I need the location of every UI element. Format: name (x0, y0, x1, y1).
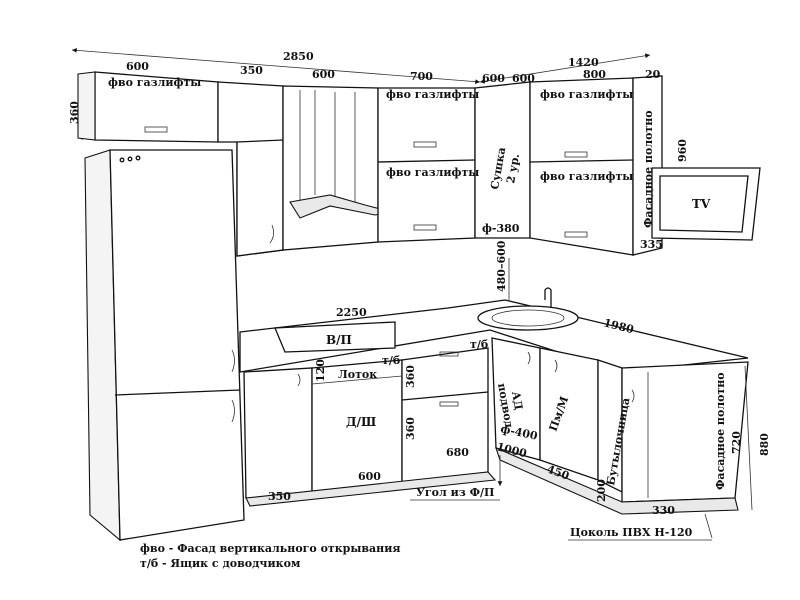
handle-8 (527, 351, 531, 365)
tray-line (311, 375, 403, 385)
handle-10 (631, 389, 635, 403)
hood-niche (282, 85, 379, 251)
dim-600-right: 600 (512, 72, 535, 85)
handle-6 (564, 231, 588, 238)
label-tb-2: т/б (470, 338, 488, 351)
dim-2250: 2250 (336, 306, 367, 319)
dim-600-lower: 600 (358, 470, 381, 483)
faucet (544, 287, 552, 308)
label-tb-1: т/б (382, 354, 400, 367)
label-gaslift-5: фво газлифты (540, 170, 633, 183)
handle-4 (413, 224, 437, 231)
label-plinth-note: Цоколь ПВХ Н-120 (570, 526, 693, 539)
label-f380: ф-380 (482, 222, 520, 235)
legend-line-fvo: фво - Фасад вертикального открывания (140, 542, 401, 555)
fridge-knob (135, 155, 141, 161)
annotation-pointers (410, 365, 753, 541)
lower-cabinets-right (491, 337, 749, 515)
label-tray: Лоток (338, 368, 377, 381)
dim-335: 335 (640, 238, 663, 251)
upper-cabinet-350-door (236, 139, 284, 257)
dim-line-880 (744, 365, 753, 511)
handle-5 (564, 151, 588, 158)
fridge-split (114, 389, 241, 396)
handle-7 (297, 373, 301, 387)
dim-680: 680 (446, 446, 469, 459)
dim-600-a: 600 (126, 60, 149, 73)
dim-600-corner: 600 (482, 72, 505, 85)
drawer-handle-1 (439, 351, 459, 357)
label-ad-1: АД (509, 390, 525, 411)
dim-700: 700 (410, 70, 433, 83)
upper-cabinet-800 (529, 77, 634, 256)
label-gaslift-1: фво газлифты (108, 76, 201, 89)
dim-2850: 2850 (283, 50, 314, 63)
dim-1420: 1420 (568, 56, 599, 69)
lower-cabinet-350 (243, 367, 313, 499)
label-dishwasher: Д/Ш (346, 415, 376, 429)
dim-120: 120 (314, 359, 327, 382)
refrigerator (84, 149, 245, 542)
dim-360: 360 (68, 101, 81, 124)
dim-880: 880 (758, 433, 771, 456)
divider (377, 159, 476, 163)
dim-330: 330 (652, 504, 675, 517)
dim-360-a: 360 (404, 365, 417, 388)
fridge-handle-top (231, 349, 235, 373)
sink-cabinet (539, 347, 599, 481)
tv-screen (659, 175, 749, 233)
label-corner-note: Угол из Ф/П (416, 486, 494, 499)
dim-line-2850 (71, 47, 481, 85)
label-facade-bottom: Фасадное полотно (714, 372, 727, 490)
handle-2 (269, 224, 274, 244)
sink-bowl (491, 309, 565, 327)
dim-350-lower: 350 (268, 490, 291, 503)
drawer-handle-2 (439, 401, 459, 407)
label-tv: TV (692, 197, 711, 211)
handle-3 (413, 141, 437, 148)
upper-cabinets (77, 71, 663, 257)
dim-350-top: 350 (240, 64, 263, 77)
hob (274, 321, 396, 353)
dim-800: 800 (583, 68, 606, 81)
dim-20: 20 (645, 68, 661, 81)
plinth-left (245, 471, 497, 507)
label-dryer-2: 2 ур. (504, 153, 522, 185)
drawer-split (401, 391, 489, 401)
dim-360-b: 360 (404, 417, 417, 440)
upper-cabinet-700 (377, 87, 476, 243)
label-facade-top: Фасадное полотно (642, 110, 655, 228)
dim-720: 720 (730, 431, 743, 454)
dim-200: 200 (595, 479, 608, 502)
handle-9 (554, 359, 558, 373)
dim-line-1420 (479, 53, 651, 84)
legend-line-tb: т/б - Ящик с доводчиком (140, 557, 301, 570)
dim-960: 960 (676, 139, 689, 162)
upper-cabinet-1-side (77, 71, 96, 141)
fridge-knob (119, 157, 125, 163)
fridge-front (109, 149, 245, 541)
tv-unit (651, 167, 761, 241)
label-gaslift-3: фво газлифты (386, 166, 479, 179)
dim-600-hood: 600 (312, 68, 335, 81)
divider (529, 159, 634, 163)
fridge-handle-bottom (231, 399, 235, 423)
label-hob: В/П (326, 333, 352, 347)
countertop (239, 258, 749, 373)
label-gaslift-2: фво газлифты (386, 88, 479, 101)
fridge-knob (127, 156, 133, 162)
lower-cabinets-left (243, 347, 497, 507)
pointer-plinth (704, 513, 713, 539)
label-gaslift-4: фво газлифты (540, 88, 633, 101)
dim-480-600: 480–600 (495, 240, 508, 292)
legend: фво - Фасад вертикального открывания т/б… (140, 541, 401, 571)
handle-1 (144, 126, 168, 133)
